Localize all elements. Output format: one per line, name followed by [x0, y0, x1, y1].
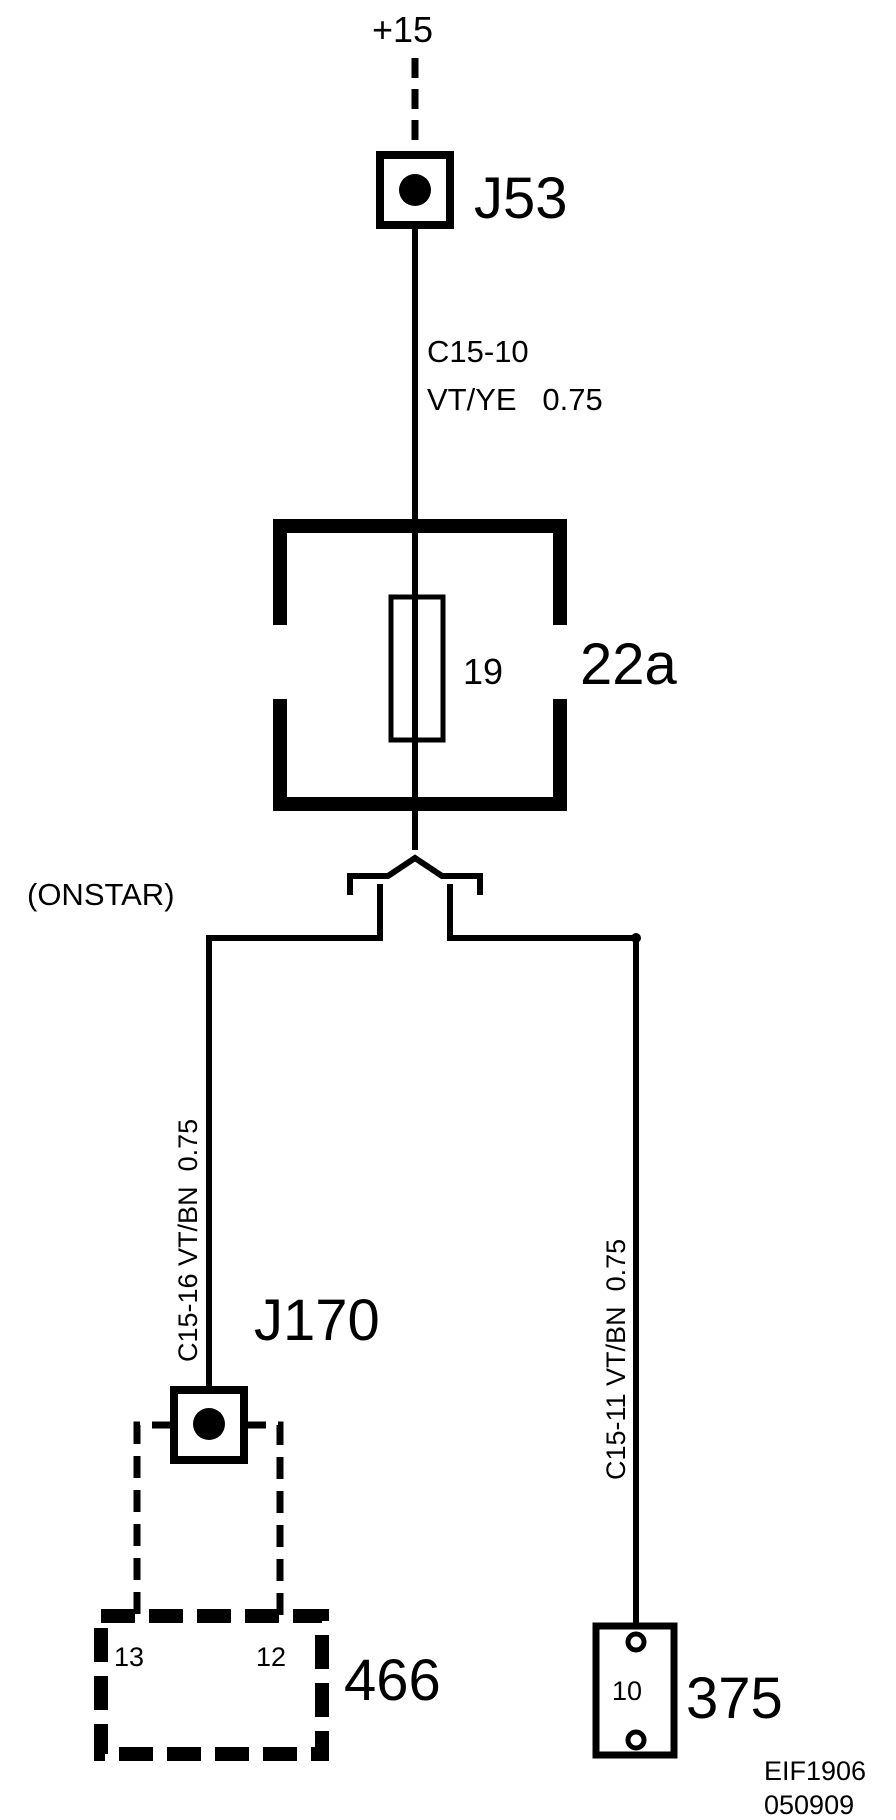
component-375: [592, 1622, 678, 1759]
left-wire-label: C15-16 VT/BN 0.75: [173, 1119, 203, 1362]
splice-j170: [170, 1386, 248, 1464]
component-375-label: 375: [686, 1666, 783, 1731]
figure-code: EIF1906: [764, 1756, 866, 1786]
connector-split: [206, 854, 639, 1636]
component-466-pin-12: 12: [256, 1642, 286, 1672]
onstar-dashed-wires: [133, 1421, 284, 1615]
splice-j53: [376, 151, 454, 229]
right-wire-junction: [631, 933, 641, 943]
fuse-box-22a: [273, 519, 567, 811]
onstar-note: (ONSTAR): [27, 877, 175, 912]
fuse-box-22a-label: 22a: [580, 632, 678, 697]
feed-wire-circuit: C15-10: [427, 334, 529, 369]
component-375-pin-10: 10: [612, 1676, 642, 1706]
right-wire-label: C15-11 VT/BN 0.75: [601, 1239, 631, 1480]
date-code: 050909: [764, 1790, 854, 1820]
splice-j53-label: J53: [474, 166, 568, 231]
component-466-label: 466: [344, 1648, 441, 1713]
supply-label: +15: [372, 9, 433, 50]
fuse-19-number: 19: [463, 651, 503, 692]
component-466: [94, 1609, 329, 1761]
component-466-pin-13: 13: [114, 1642, 144, 1672]
feed-wire-color-size: VT/YE 0.75: [427, 382, 603, 417]
splice-j170-label: J170: [254, 1288, 380, 1353]
